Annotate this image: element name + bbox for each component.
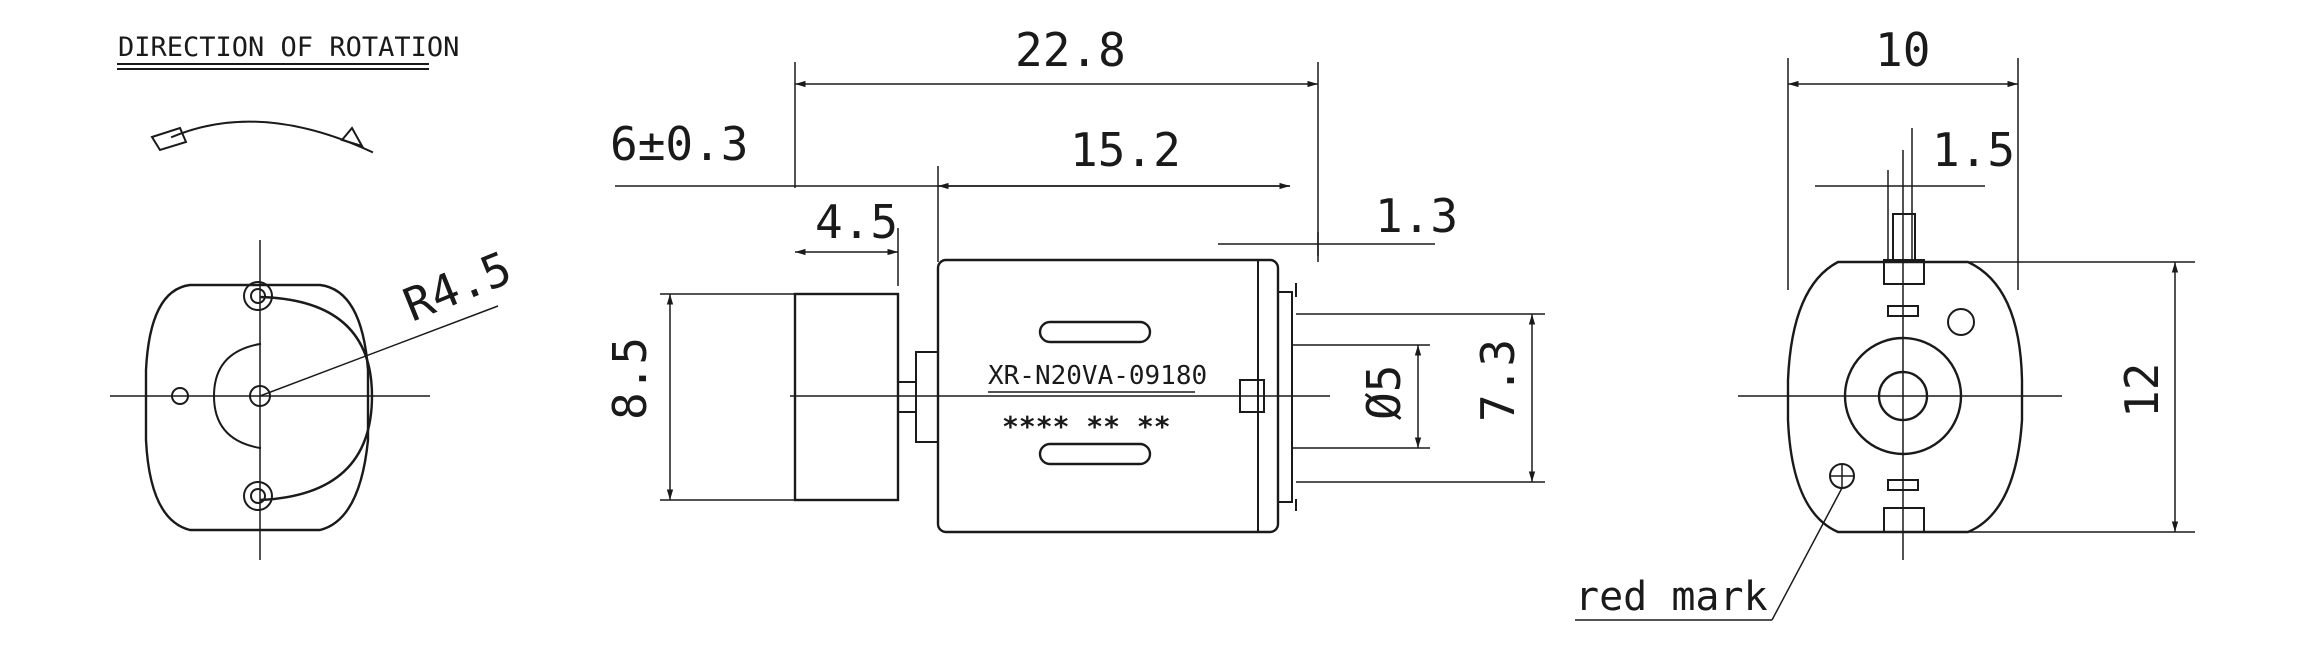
dim-body-text: 15.2 [1070,123,1181,177]
radius-leader [259,305,499,397]
front-body-outline [144,283,370,532]
front-top-hole-inner [250,288,266,304]
eccentric-weight [793,292,900,502]
rotation-title: DIRECTION OF ROTATION [118,32,459,63]
shaft-collar [915,351,939,443]
end-terminal-bottom [1883,507,1925,533]
side-view: 22.8 6±0.3 15.2 4.5 1.3 8.5 [603,23,1545,534]
end-view: 10 1.5 red mark 12 [1575,23,2195,621]
end-body-outline [1786,260,2024,534]
dim-end-width-text: 10 [1875,23,1930,77]
rotation-group: DIRECTION OF ROTATION [117,32,459,154]
end-terminal-top [1883,259,1925,285]
front-inner-arc [212,342,262,450]
front-bottom-hole [243,481,273,511]
front-shaft-circle [249,385,271,407]
end-bearing-outer [1843,336,1963,456]
rotation-arc [170,120,374,154]
front-left-hole [171,387,189,405]
dim-weight-width-text: 4.5 [815,195,898,249]
end-bearing-inner [1877,370,1929,422]
front-view: R4.5 [110,240,519,560]
dim-overall-text: 22.8 [1015,23,1126,77]
code-label: **** ** ** [1002,410,1171,443]
dim-end-height-text: 12 [2115,363,2169,418]
red-mark-leader [1771,487,1843,621]
front-weight-outline [259,295,374,502]
end-vent-hole [1947,308,1975,336]
end-slot-top [1887,305,1919,317]
front-bottom-hole-inner [250,488,266,504]
rotation-tab [150,126,188,152]
dim-terminal-width-text: 1.5 [1932,123,2015,177]
rotation-arrowhead-icon [340,126,365,148]
body-slot-top [1038,320,1152,344]
dim-terminal-text: 7.3 [1471,339,1525,422]
brush-box [1239,379,1265,413]
dim-endcap-text: 1.3 [1375,189,1458,243]
end-terminal-pin [1892,213,1916,261]
shaft-stub [897,381,917,413]
end-slot-bottom [1887,479,1919,491]
body-slot-bottom [1038,442,1152,466]
dim-boss-text: Ø5 [1357,365,1411,420]
front-top-hole [243,281,273,311]
end-cap [1277,291,1293,503]
dim-shaft-text: 6±0.3 [610,117,748,171]
red-mark-label: red mark [1575,574,1768,620]
dim-weight-height-text: 8.5 [603,337,657,420]
model-label: XR-N20VA-09180 [988,361,1207,391]
radius-label: R4.5 [396,241,519,333]
